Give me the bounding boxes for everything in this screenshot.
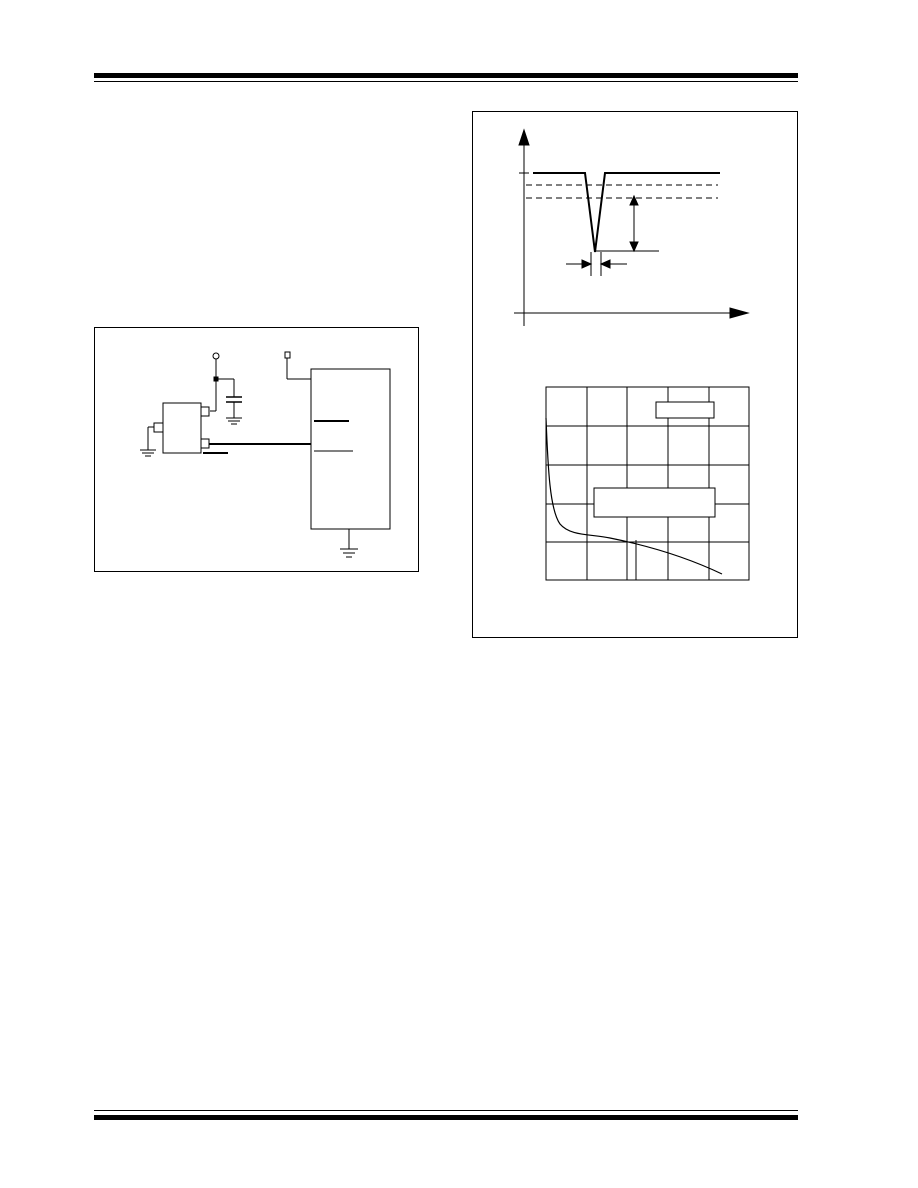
plot-label-box-1 — [655, 401, 715, 419]
circuit-figure-frame — [94, 327, 419, 572]
plot-label-box-2 — [593, 487, 716, 518]
x-axis-arrow — [729, 307, 750, 319]
plot-border — [545, 386, 750, 581]
header-rule-thick — [94, 73, 798, 78]
controller-block — [310, 368, 391, 530]
footer-rule-thin — [94, 1110, 798, 1111]
y-axis-arrow — [518, 128, 530, 146]
footer-rule-thick — [94, 1115, 798, 1120]
waveform-trace — [533, 172, 720, 253]
right-figure-frame — [472, 111, 798, 638]
plot-curve — [545, 417, 723, 575]
header-rule-thin — [94, 81, 798, 82]
device-pin-right-top — [200, 406, 210, 417]
